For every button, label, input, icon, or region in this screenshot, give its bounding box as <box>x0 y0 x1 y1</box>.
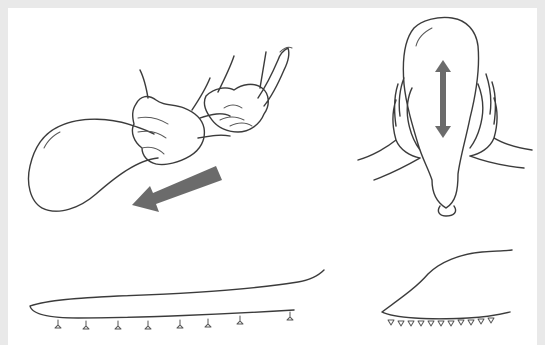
left-arm <box>358 140 420 180</box>
hands-shaping-balloon-illustration <box>358 17 532 216</box>
up-down-arrow-icon <box>435 60 451 138</box>
figure-panel <box>8 8 537 345</box>
pull-direction-arrow <box>132 166 222 212</box>
long-balloon-with-tips-illustration <box>30 270 324 329</box>
short-balloon-with-tips-illustration <box>382 250 512 326</box>
upper-hand-fingers <box>220 105 252 126</box>
lower-arm <box>140 70 210 110</box>
hands-stretching-balloon-illustration <box>29 47 293 212</box>
long-balloon-outline <box>30 270 324 318</box>
upper-hand <box>204 84 268 132</box>
right-hand <box>470 74 497 156</box>
short-balloon-outline <box>382 250 512 319</box>
balloon-outline <box>29 119 159 211</box>
tip-nubs <box>55 312 293 329</box>
upright-balloon-highlight <box>416 28 432 46</box>
instruction-illustrations <box>8 8 537 345</box>
left-hand <box>393 78 420 158</box>
balloon-tail <box>258 48 289 106</box>
